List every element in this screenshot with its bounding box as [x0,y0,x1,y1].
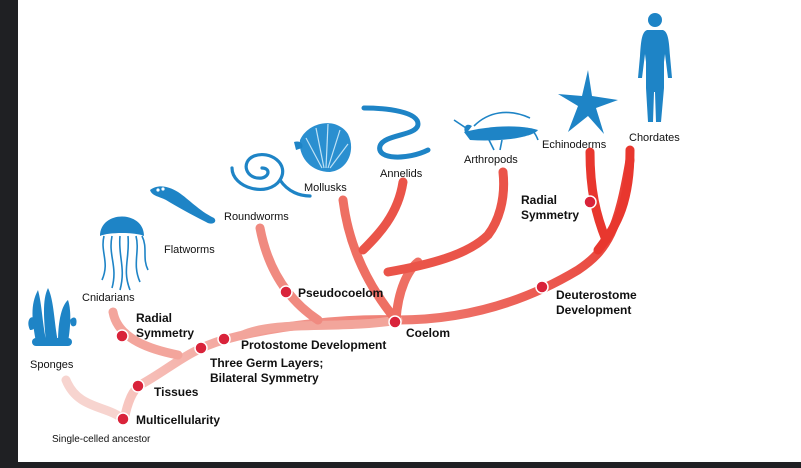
taxon-label-flatworms: Flatworms [164,244,215,256]
node-label-radial-symmetry-1: Radial Symmetry [136,311,194,341]
node-label-germ-layers-line1: Three Germ Layers; [210,356,323,371]
node-protostome [218,333,230,345]
node-label-germ-layers-line2: Bilateral Symmetry [210,371,323,386]
node-label-radial-symmetry-1-line2: Symmetry [136,326,194,341]
node-label-germ-layers: Three Germ Layers; Bilateral Symmetry [210,356,323,386]
node-label-multicellularity: Multicellularity [136,413,220,428]
node-label-protostome: Protostome Development [241,338,386,353]
phylogeny-diagram: Sponges Cnidarians Flatworms Roundworms … [18,0,801,462]
node-label-radial-symmetry-1-line1: Radial [136,311,194,326]
node-radial-symmetry-2 [584,196,596,208]
node-germ-layers [195,342,207,354]
taxon-label-echinoderms: Echinoderms [542,139,606,151]
clam-icon [294,123,351,172]
node-label-deuterostome: Deuterostome Development [556,288,637,318]
node-multicellularity [117,413,129,425]
branch-annelids [363,182,403,250]
taxon-label-arthropods: Arthropods [464,154,518,166]
taxon-label-chordates: Chordates [629,132,680,144]
node-label-radial-symmetry-2-line1: Radial [521,193,579,208]
human-icon [638,13,672,122]
node-label-tissues: Tissues [154,385,198,400]
branch-roundworms [260,228,318,320]
starfish-icon [558,70,618,134]
phylogenetic-tree [18,0,801,462]
grasshopper-icon [454,112,538,150]
node-tissues [132,380,144,392]
node-radial-symmetry-1 [116,330,128,342]
node-label-deuterostome-line2: Development [556,303,637,318]
node-label-radial-symmetry-2: Radial Symmetry [521,193,579,223]
node-label-radial-symmetry-2-line2: Symmetry [521,208,579,223]
taxon-label-mollusks: Mollusks [304,182,347,194]
node-deuterostome [536,281,548,293]
sponge-icon [28,288,76,346]
taxon-label-annelids: Annelids [380,168,422,180]
node-label-pseudocoelom: Pseudocoelom [298,286,383,301]
node-label-coelom: Coelom [406,326,450,341]
earthworm-icon [364,108,428,157]
taxon-label-sponges: Sponges [30,359,73,371]
jellyfish-icon [100,217,148,291]
roundworm-icon [232,155,310,196]
node-pseudocoelom [280,286,292,298]
node-label-deuterostome-line1: Deuterostome [556,288,637,303]
taxon-label-cnidarians: Cnidarians [82,292,135,304]
branch-root [66,380,124,420]
flatworm-icon [150,186,215,223]
node-coelom [389,316,401,328]
root-label: Single-celled ancestor [52,434,150,445]
taxon-label-roundworms: Roundworms [224,211,289,223]
